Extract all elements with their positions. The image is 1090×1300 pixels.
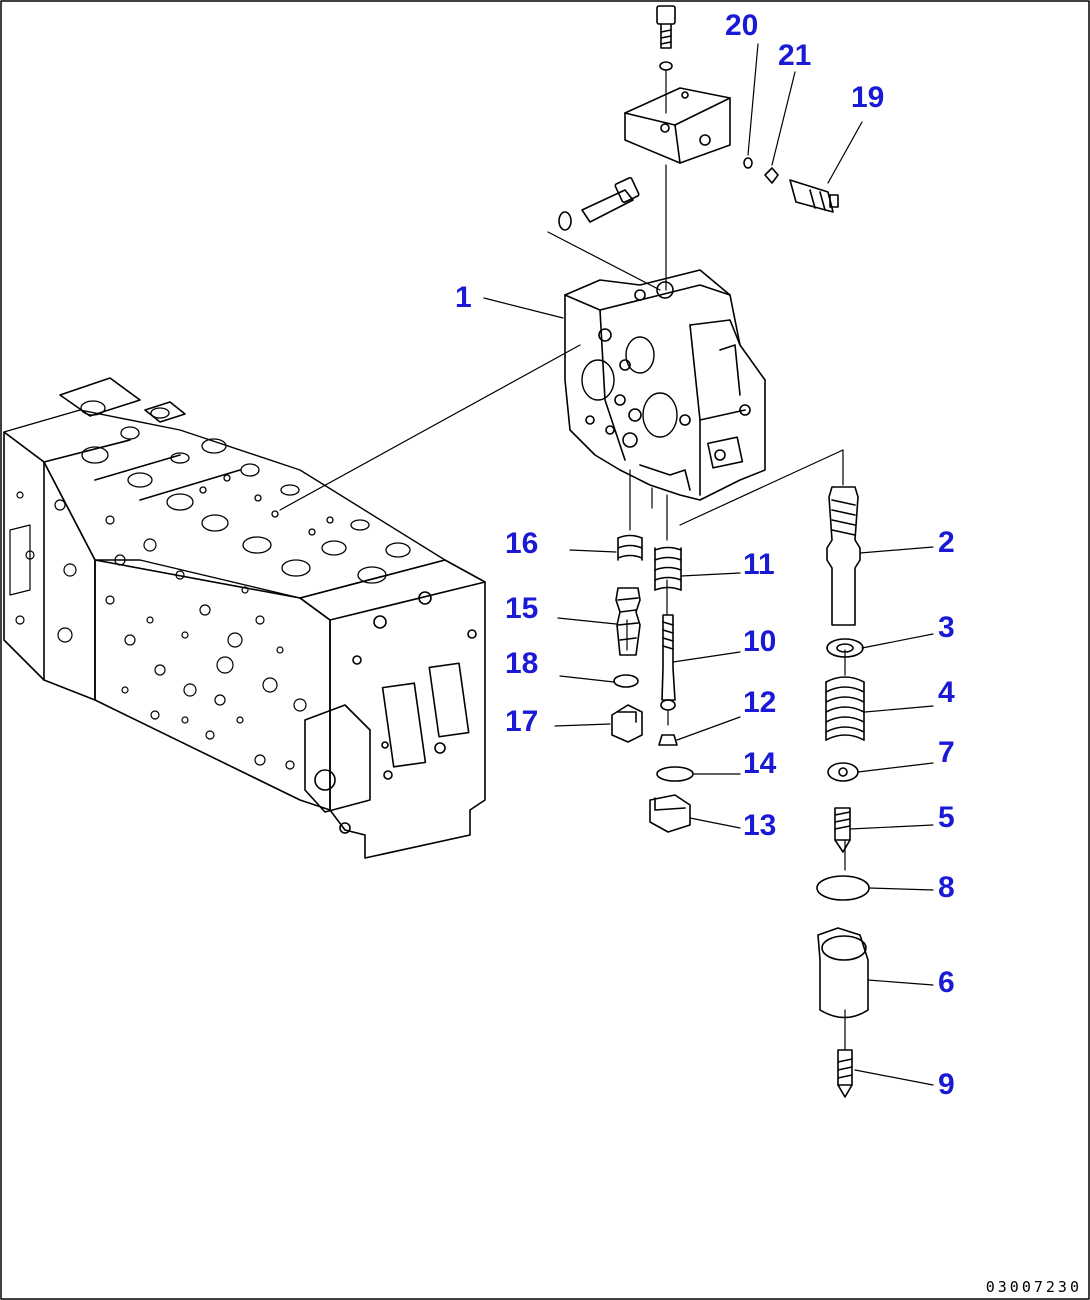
pressure-sensor bbox=[789, 179, 839, 213]
oring-left bbox=[613, 674, 639, 688]
callout-7: 7 bbox=[938, 736, 955, 769]
oring-large bbox=[816, 875, 870, 901]
spring-small-left bbox=[617, 534, 643, 561]
valve-section-body bbox=[564, 269, 766, 501]
callout-11: 11 bbox=[743, 548, 775, 581]
callout-17: 17 bbox=[505, 705, 539, 738]
callout-21: 21 bbox=[778, 39, 812, 72]
top-cover-block bbox=[624, 87, 731, 164]
oring-middle bbox=[656, 766, 694, 782]
callout-13: 13 bbox=[743, 809, 777, 842]
cap-bolt bbox=[837, 1049, 853, 1098]
callout-14: 14 bbox=[743, 747, 777, 780]
oring-small bbox=[743, 157, 753, 169]
callout-9: 9 bbox=[938, 1068, 955, 1101]
callout-16: 16 bbox=[505, 527, 539, 560]
check-ball bbox=[658, 734, 678, 746]
side-bolt bbox=[547, 176, 661, 291]
callout-3: 3 bbox=[938, 611, 955, 644]
main-spring bbox=[825, 676, 865, 741]
callout-6: 6 bbox=[938, 966, 955, 999]
callout-1: 1 bbox=[455, 281, 472, 314]
assembly-leader bbox=[279, 344, 581, 511]
top-bolt bbox=[656, 5, 676, 71]
callout-19: 19 bbox=[851, 81, 885, 114]
relief-valve-cartridge bbox=[615, 587, 641, 656]
callout-20: 20 bbox=[725, 9, 759, 42]
callout-10: 10 bbox=[743, 625, 777, 658]
callout-15: 15 bbox=[505, 592, 539, 625]
callout-18: 18 bbox=[505, 647, 539, 680]
callout-12: 12 bbox=[743, 686, 777, 719]
callout-8: 8 bbox=[938, 871, 955, 904]
callout-2: 2 bbox=[938, 526, 955, 559]
main-spool bbox=[826, 486, 861, 626]
callout-5: 5 bbox=[938, 801, 955, 834]
spring-seat-lower bbox=[827, 762, 859, 782]
main-valve-assembly bbox=[3, 377, 486, 859]
plug-middle bbox=[649, 794, 691, 833]
spool-cap bbox=[817, 927, 869, 1019]
drawing-number: 03007230 bbox=[985, 1278, 1082, 1296]
oring-medium bbox=[764, 167, 779, 184]
leader-lines bbox=[483, 43, 934, 1086]
callout-4: 4 bbox=[938, 676, 955, 709]
spring-small-center bbox=[654, 546, 682, 591]
plug-left bbox=[611, 704, 643, 743]
poppet-valve bbox=[660, 614, 676, 711]
spool-bolt bbox=[834, 807, 851, 853]
